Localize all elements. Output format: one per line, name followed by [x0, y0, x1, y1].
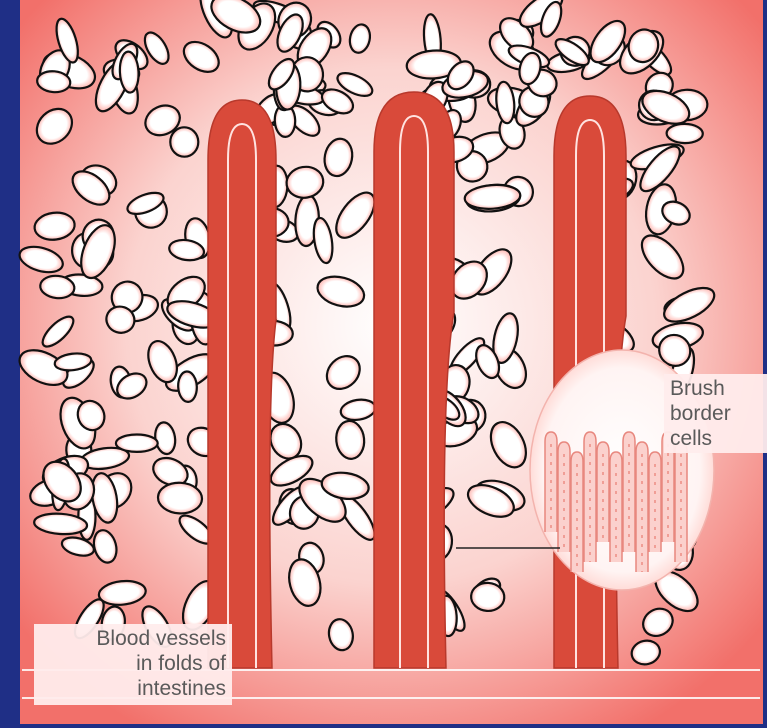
- microvillus: [584, 432, 596, 562]
- blood-vessels-label: Blood vessels in folds of intestines: [34, 624, 232, 705]
- label-line: in folds of: [38, 651, 226, 676]
- fold-cell: [666, 124, 703, 144]
- label-line: Brush: [670, 376, 766, 401]
- label-line: cells: [670, 426, 766, 451]
- villus: [208, 100, 276, 668]
- brush-border-cells-label: Brush border cells: [664, 374, 767, 453]
- fold-cell: [177, 371, 197, 402]
- label-line: intestines: [38, 676, 226, 701]
- fold-cell: [470, 582, 505, 612]
- microvillus: [636, 442, 648, 572]
- label-line: Blood vessels: [38, 626, 226, 651]
- villus: [374, 92, 454, 668]
- label-line: border: [670, 401, 766, 426]
- fold-cell: [170, 127, 199, 157]
- fold-cell: [116, 435, 158, 452]
